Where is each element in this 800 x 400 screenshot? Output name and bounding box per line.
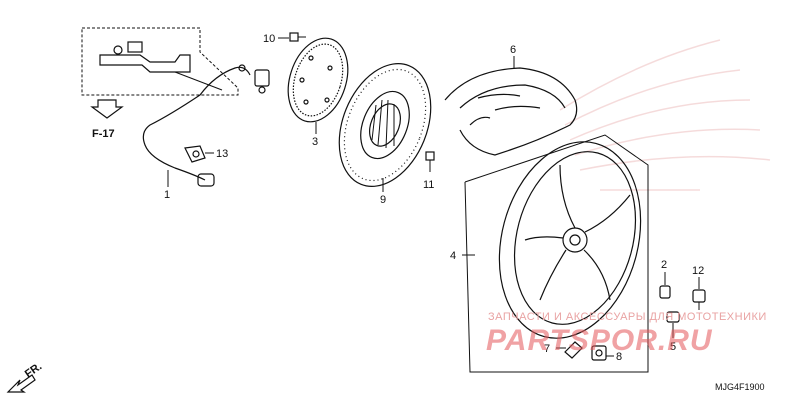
sensor-inset	[81, 27, 239, 96]
nut-part-2	[659, 285, 671, 299]
brake-disc-part-9	[338, 63, 432, 187]
callout-2: 2	[661, 259, 667, 271]
callout-3: 3	[312, 136, 318, 148]
callout-8: 8	[616, 351, 622, 363]
diagram-code: MJG4F1900	[715, 382, 765, 392]
bracket-part-8	[591, 345, 607, 361]
bolt-part-11	[425, 151, 435, 172]
callout-7: 7	[544, 343, 550, 355]
callout-1: 1	[164, 189, 170, 201]
callout-9: 9	[380, 194, 386, 206]
front-direction-arrow: FR.	[6, 360, 44, 393]
watermark-top-text: ЗАПЧАСТИ И АКСЕССУАРЫ ДЛЯ МОТОТЕХНИКИ	[488, 311, 767, 323]
pulser-ring-part-3	[287, 37, 349, 123]
tire-part-6	[444, 67, 578, 156]
f17-label: F-17	[92, 128, 115, 140]
callout-13: 13	[216, 148, 228, 160]
bolt-part-10	[289, 32, 306, 42]
callout-11: 11	[423, 179, 434, 191]
callout-5: 5	[670, 341, 676, 353]
wheel-speed-sensor	[142, 64, 270, 187]
valve-part-12	[692, 289, 706, 310]
clamp-part-13	[184, 145, 206, 163]
wheel-part-4	[464, 134, 649, 373]
callout-4: 4	[450, 250, 456, 262]
watermark-logo-text: PARTSPOR.RU	[486, 324, 713, 357]
callout-10: 10	[263, 33, 275, 45]
f17-reference: F-17	[90, 99, 124, 140]
callout-6: 6	[510, 44, 516, 56]
callout-12: 12	[692, 265, 704, 277]
valve-stem-part-7	[564, 341, 583, 359]
weight-part-5	[666, 311, 680, 323]
front-label: FR.	[23, 360, 44, 380]
wing-logo-watermark	[559, 39, 771, 191]
